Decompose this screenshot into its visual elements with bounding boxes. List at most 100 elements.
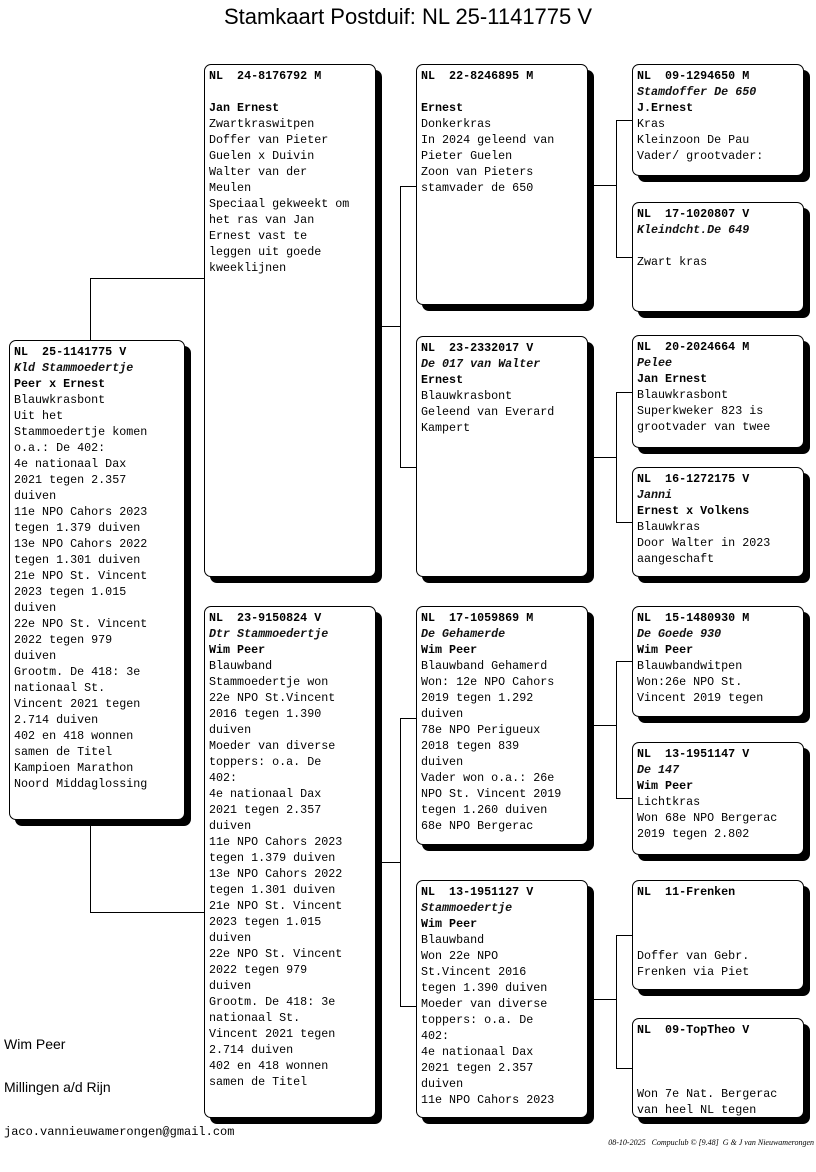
connector-line — [616, 798, 632, 799]
connector-line — [616, 661, 632, 662]
description-line: Blauwkrasbont — [14, 393, 106, 407]
description-line: 22e NPO St.Vincent — [209, 691, 336, 705]
description-line: 21e NPO St. Vincent — [209, 899, 343, 913]
description-line: In 2024 geleend van — [421, 133, 555, 147]
description-line: toppers: o.a. De — [421, 1013, 534, 1027]
breeder — [637, 238, 803, 254]
description-line: tegen 1.379 duiven — [209, 851, 336, 865]
footer-credits: 08-10-2025 Compuclub © [9.48] G & J van … — [608, 1138, 814, 1147]
pigeon-name — [209, 84, 375, 100]
description-line: Won 22e NPO — [421, 949, 499, 963]
description-line: 2023 tegen 1.015 — [14, 585, 127, 599]
owner-email: jaco.vannieuwamerongen@gmail.com — [4, 1125, 235, 1139]
ring-number: NL 11-Frenken — [637, 885, 736, 899]
description-line: Superkweker 823 is — [637, 404, 764, 418]
description-line: Speciaal gekweekt om — [209, 197, 350, 211]
connector-line — [594, 185, 616, 186]
pigeon-name: Kld Stammoedertje — [14, 361, 134, 375]
connector-line — [400, 467, 416, 468]
description-line: Vader won o.a.: 26e — [421, 771, 555, 785]
description-line: 78e NPO Perigueux — [421, 723, 541, 737]
description-line: duiven — [14, 601, 57, 615]
description-line: Kampioen Marathon — [14, 761, 134, 775]
description-line: Zwartkraswitpen — [209, 117, 315, 131]
description-line: Moeder van diverse — [421, 997, 548, 1011]
description-line: Moeder van diverse — [209, 739, 336, 753]
description-line: 2021 tegen 2.357 — [14, 473, 127, 487]
description-line: van heel NL tegen — [637, 1103, 757, 1117]
connector-line — [616, 120, 632, 121]
description-line: NPO St. Vincent 2019 — [421, 787, 562, 801]
description-line: duiven — [421, 1077, 464, 1091]
description-line: Kleinzoon De Pau — [637, 133, 750, 147]
description-line: tegen 1.260 duiven — [421, 803, 548, 817]
description-line: het ras van Jan — [209, 213, 315, 227]
ring-number: NL 09-TopTheo V — [637, 1023, 750, 1037]
description-line: Geleend van Everard — [421, 405, 555, 419]
description-line: 22e NPO St. Vincent — [14, 617, 148, 631]
breeder: Wim Peer — [637, 779, 694, 793]
description-line: grootvader van twee — [637, 420, 771, 434]
description-line: Walter van der — [209, 165, 308, 179]
pigeon-name — [637, 900, 803, 916]
description-line: 2021 tegen 2.357 — [209, 803, 322, 817]
connector-line — [90, 278, 91, 340]
page-title: Stamkaart Postduif: NL 25-1141775 V — [223, 4, 593, 29]
description-line: Kras — [637, 117, 666, 131]
description-line — [637, 932, 803, 948]
description-line: 11e NPO Cahors 2023 — [421, 1093, 555, 1107]
ring-number: NL 17-1020807 V — [637, 207, 750, 221]
description-line: Blauwband — [421, 933, 485, 947]
description-line: Vincent 2019 tegen — [637, 691, 764, 705]
ring-number: NL 23-2332017 V — [421, 341, 534, 355]
description-line: Blauwkras — [637, 520, 701, 534]
description-line: Kampert — [421, 421, 471, 435]
connector-line — [616, 1068, 632, 1069]
description-line: tegen 1.379 duiven — [14, 521, 141, 535]
description-line: Blauwbandwitpen — [637, 659, 743, 673]
pigeon-name: Stammoedertje — [421, 901, 513, 915]
breeder: Peer x Ernest — [14, 377, 106, 391]
description-line: o.a.: De 402: — [14, 441, 106, 455]
description-line: 2019 tegen 1.292 — [421, 691, 534, 705]
pigeon-name: Janni — [637, 488, 673, 502]
description-line: duiven — [209, 723, 252, 737]
description-line: 2023 tegen 1.015 — [209, 915, 322, 929]
description-line: 402: — [421, 1029, 450, 1043]
description-line: 4e nationaal Dax — [14, 457, 127, 471]
connector-line — [400, 186, 401, 467]
description-line: St.Vincent 2016 — [421, 965, 527, 979]
description-line: 2.714 duiven — [14, 713, 99, 727]
description-line: duiven — [421, 707, 464, 721]
ring-number: NL 22-8246895 M — [421, 69, 534, 83]
description-line: 68e NPO Bergerac — [421, 819, 534, 833]
description-line: 2.714 duiven — [209, 1043, 294, 1057]
description-line: Doffer van Pieter — [209, 133, 329, 147]
description-line: Grootm. De 418: 3e — [14, 665, 141, 679]
description-line: Won 68e NPO Bergerac — [637, 811, 778, 825]
description-line: 2019 tegen 2.802 — [637, 827, 750, 841]
description-line: 2022 tegen 979 — [209, 963, 308, 977]
description-line: Vincent 2021 tegen — [209, 1027, 336, 1041]
description-line: 13e NPO Cahors 2022 — [209, 867, 343, 881]
description-line: 2016 tegen 1.390 — [209, 707, 322, 721]
description-line: samen de Titel — [14, 745, 113, 759]
description-line: duiven — [209, 979, 252, 993]
description-line: Guelen x Duivin — [209, 149, 315, 163]
description-line: leggen uit goede — [209, 245, 322, 259]
breeder: Jan Ernest — [637, 372, 708, 386]
description-line: Blauwband — [209, 659, 273, 673]
description-line: Meulen — [209, 181, 252, 195]
connector-line — [90, 820, 91, 912]
breeder — [637, 1054, 803, 1070]
description-line: kweeklijnen — [209, 261, 287, 275]
description-line: 11e NPO Cahors 2023 — [209, 835, 343, 849]
connector-line — [382, 326, 400, 327]
description-line: Vader/ grootvader: — [637, 149, 764, 163]
